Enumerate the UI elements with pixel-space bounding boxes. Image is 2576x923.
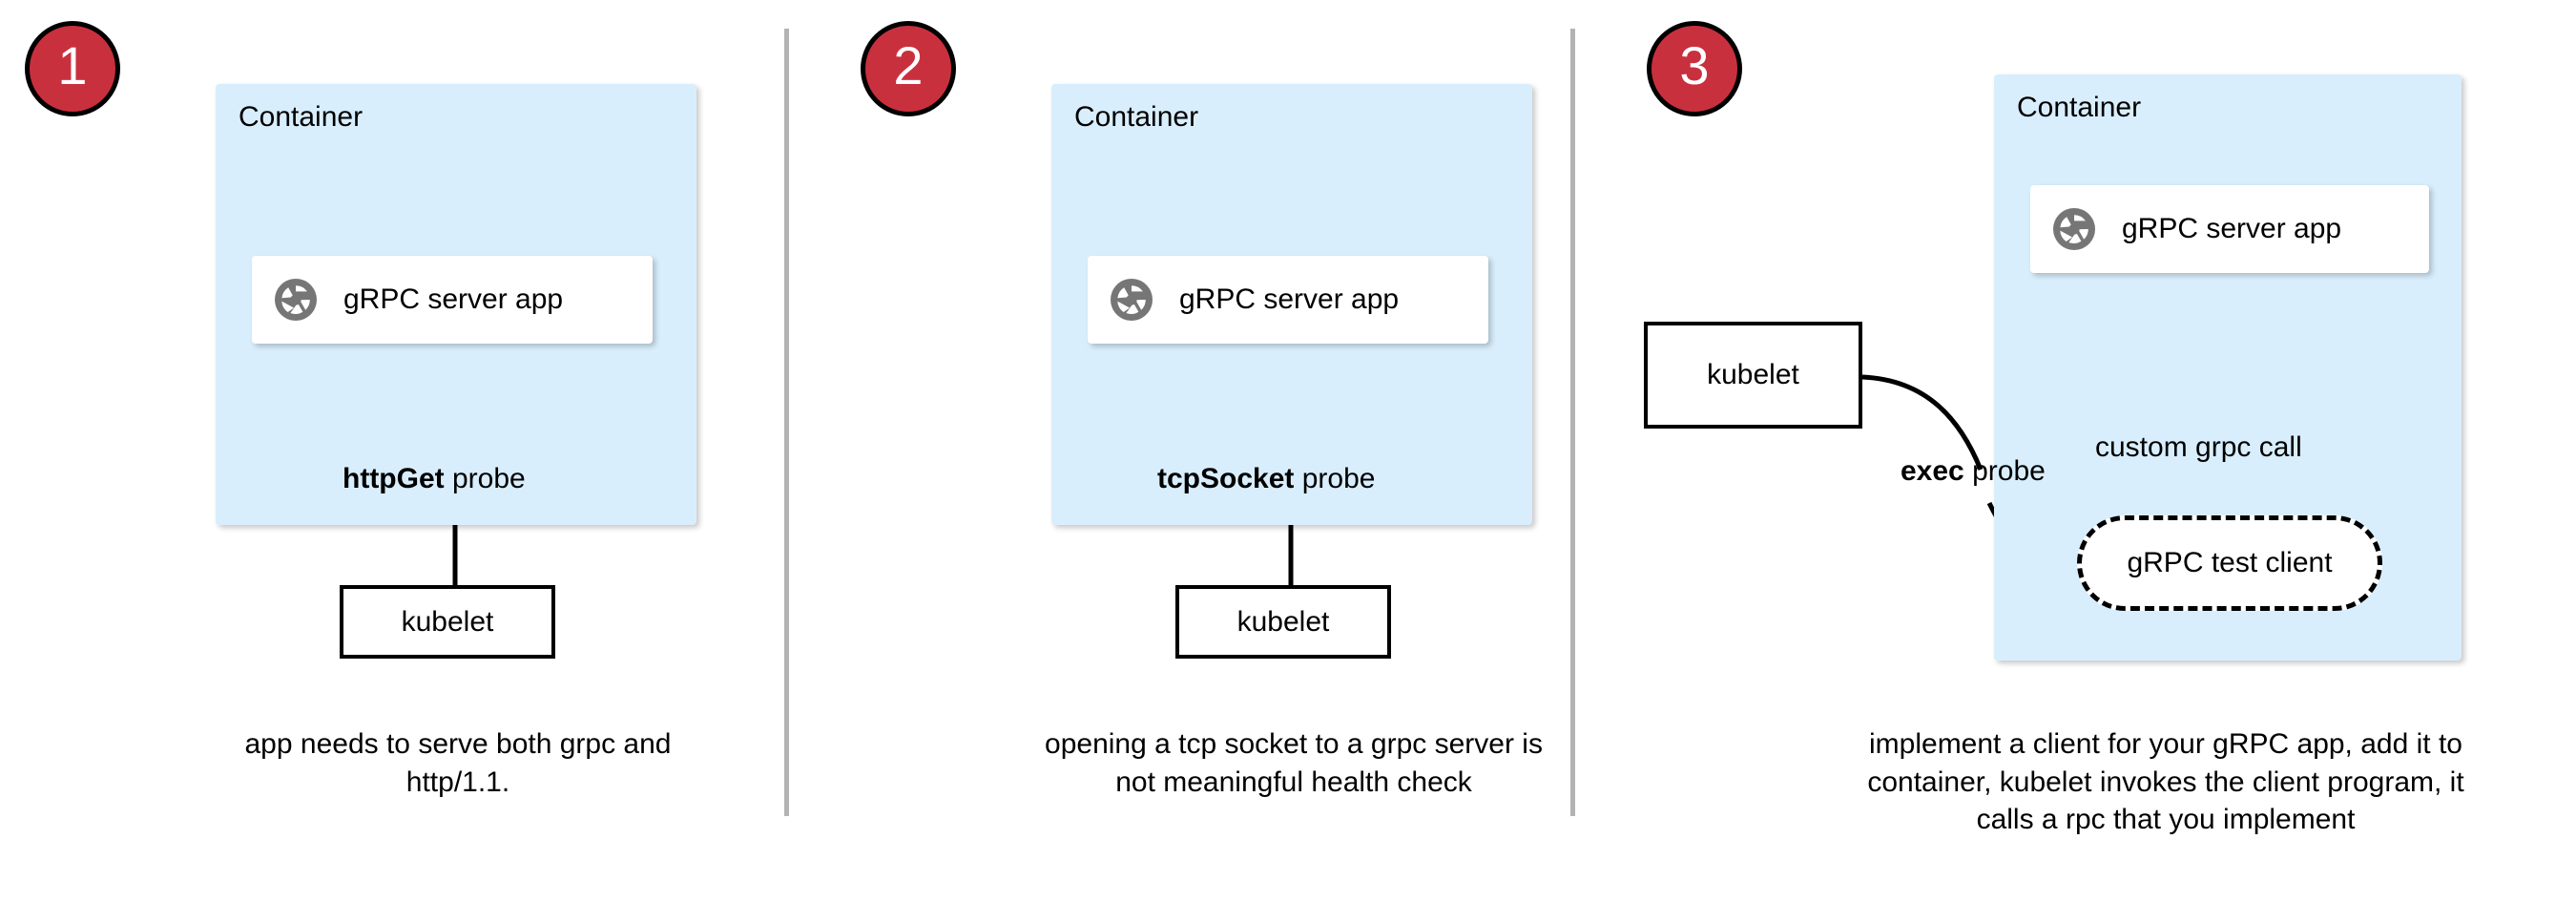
step-badge-2: 2 bbox=[861, 21, 956, 116]
grpc-aperture-icon bbox=[273, 277, 319, 323]
panel-1-probe-label: httpGet probe bbox=[343, 463, 526, 495]
container-label: Container bbox=[2017, 92, 2142, 123]
container-label: Container bbox=[239, 101, 364, 133]
panel-1-grpc-server-app-card: gRPC server app bbox=[252, 256, 653, 344]
panel-1-caption: app needs to serve both grpc and http/1.… bbox=[244, 728, 672, 798]
panel-3-grpc-server-app-card: gRPC server app bbox=[2030, 185, 2429, 273]
panel-3-custom-call-label: custom grpc call bbox=[2095, 431, 2302, 463]
panel-3-probe-label-rest: probe bbox=[1963, 455, 2046, 487]
panel-3-caption: implement a client for your gRPC app, ad… bbox=[1867, 728, 2464, 836]
panel-1-probe-label-rest: probe bbox=[444, 463, 526, 494]
grpc-server-app-label: gRPC server app bbox=[1179, 283, 1400, 315]
panel-3-grpc-test-client: gRPC test client bbox=[2077, 515, 2382, 611]
panel-2-probe-label-rest: probe bbox=[1294, 463, 1376, 494]
panel-divider-2 bbox=[1570, 29, 1575, 816]
panel-divider-1 bbox=[784, 29, 789, 816]
grpc-aperture-icon bbox=[1109, 277, 1154, 323]
step-badge-number: 3 bbox=[1679, 35, 1710, 95]
grpc-server-app-label: gRPC server app bbox=[2122, 213, 2342, 244]
kubelet-label: kubelet bbox=[1236, 605, 1330, 638]
panel-2-grpc-server-app-card: gRPC server app bbox=[1088, 256, 1488, 344]
kubelet-label: kubelet bbox=[1707, 359, 1799, 390]
step-badge-number: 1 bbox=[57, 35, 88, 95]
panel-2-caption: opening a tcp socket to a grpc server is… bbox=[1045, 728, 1543, 798]
panel-3-probe-label: exec probe bbox=[1901, 455, 2046, 488]
container-label: Container bbox=[1074, 101, 1199, 133]
panel-2-probe-label-bold: tcpSocket bbox=[1157, 463, 1295, 494]
grpc-test-client-label: gRPC test client bbox=[2127, 547, 2333, 578]
panel-1-kubelet-box: kubelet bbox=[340, 585, 555, 659]
panel-1-probe-label-bold: httpGet bbox=[343, 463, 445, 494]
panel-3-probe-label-bold: exec bbox=[1901, 455, 1964, 487]
kubelet-label: kubelet bbox=[401, 605, 494, 638]
panel-2-probe-label: tcpSocket probe bbox=[1157, 463, 1375, 495]
step-badge-number: 2 bbox=[893, 35, 924, 95]
panel-3-kubelet-box: kubelet bbox=[1644, 322, 1862, 429]
step-badge-1: 1 bbox=[25, 21, 120, 116]
panel-2-kubelet-box: kubelet bbox=[1175, 585, 1391, 659]
grpc-aperture-icon bbox=[2051, 206, 2097, 252]
step-badge-3: 3 bbox=[1647, 21, 1742, 116]
grpc-server-app-label: gRPC server app bbox=[343, 283, 564, 315]
